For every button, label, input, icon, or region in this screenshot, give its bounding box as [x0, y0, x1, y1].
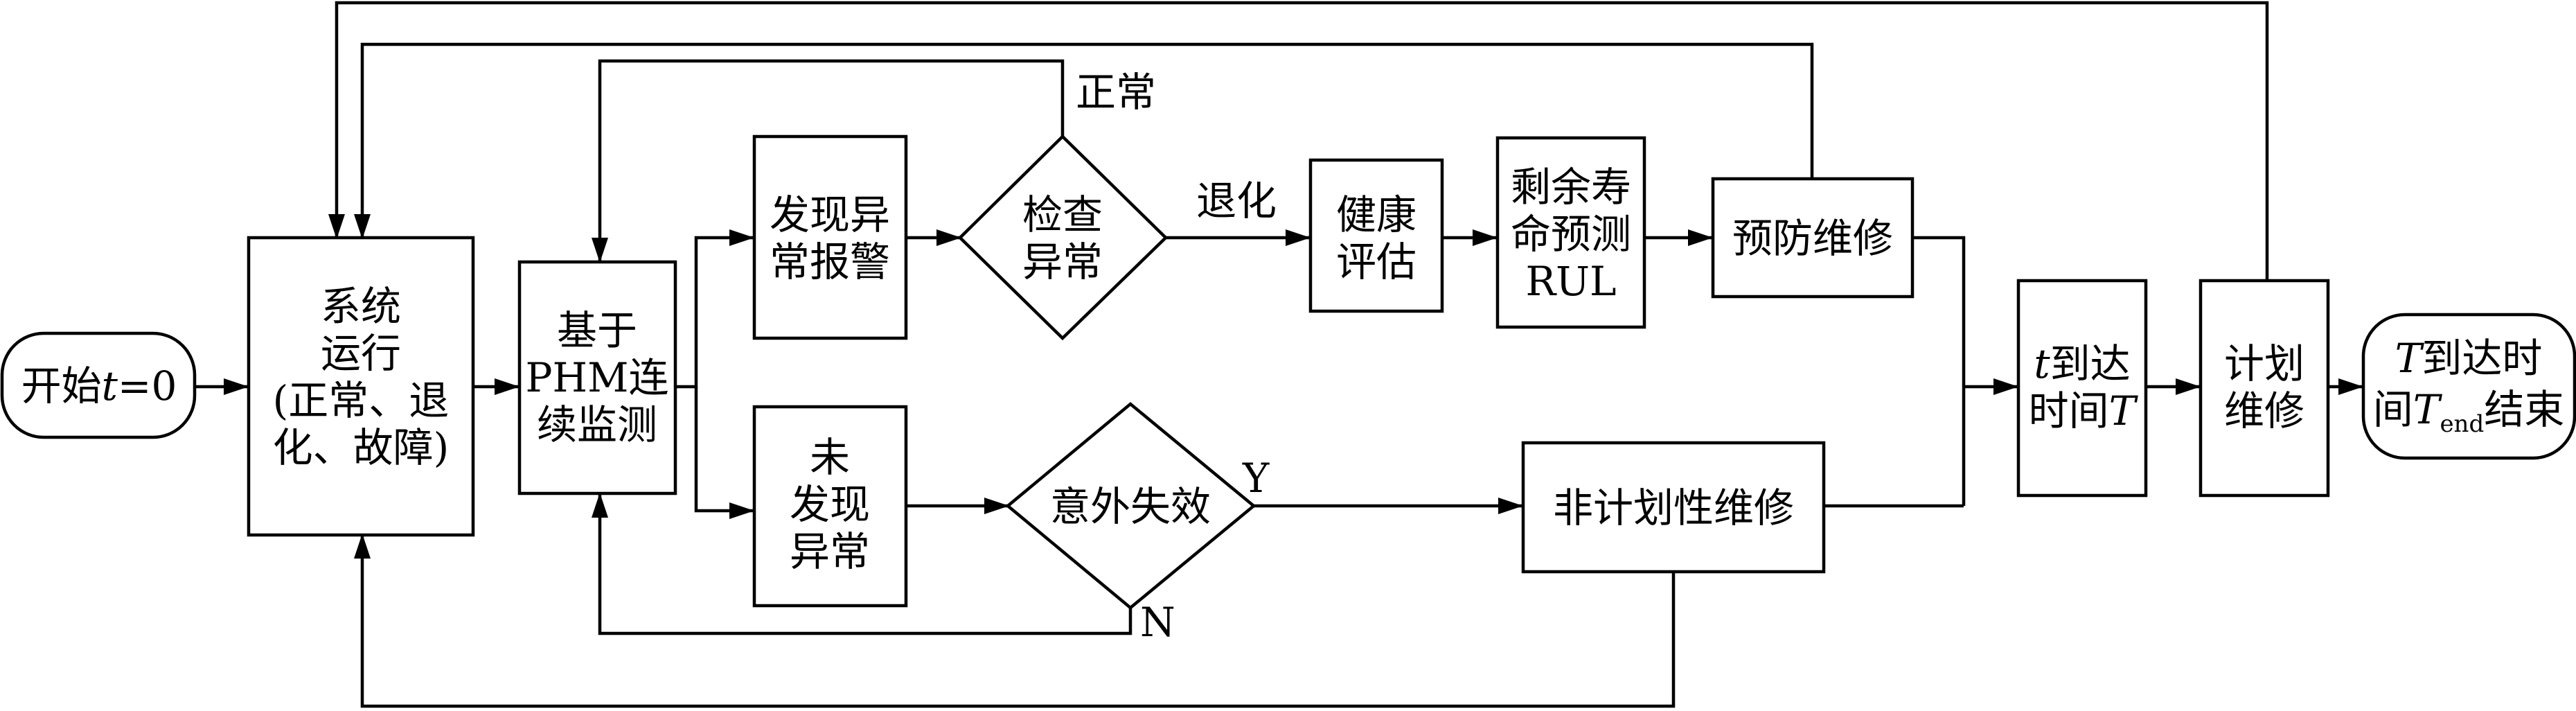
health-label-line-2: 评估 [1336, 238, 1416, 286]
unplanned-label: 非计划性维修 [1553, 484, 1794, 532]
not-found-label-line-2: 发现 [790, 481, 870, 528]
planned-label-line-2: 维修 [2224, 387, 2304, 434]
edge-preventive-treach [1912, 236, 1966, 506]
end-label-line-1: T到达时 [2395, 335, 2543, 382]
edge-phm-alarm [675, 229, 754, 389]
alarm-label-line-2: 常报警 [770, 238, 890, 286]
failure-label: 意外失效 [1050, 483, 1211, 530]
nodes [0, 134, 2576, 610]
t-reach-label-line-2: 时间T [2029, 387, 2139, 434]
node-failure [1005, 402, 1256, 610]
connectors [196, 1, 2363, 708]
system-label-line-2: 运行 [321, 330, 401, 377]
node-alarm [752, 134, 908, 340]
check-label-line-1: 检查 [1022, 191, 1103, 238]
node-system [247, 236, 475, 537]
not-found-label-line-1: 未 [810, 434, 850, 481]
node-preventive [1711, 177, 1915, 299]
rul-label-line-1: 剩余寿 [1511, 164, 1631, 211]
t-reach-label-line-1: t到达 [2034, 340, 2130, 387]
system-label-line-4: 化、故障) [273, 424, 450, 471]
system-label-line-1: 系统 [321, 283, 401, 330]
phm-label-line-1: 基于 [557, 307, 637, 354]
edge-phm-notfound [694, 387, 754, 519]
start-label: 开始t=0 [21, 362, 177, 410]
system-label-line-3: (正常、退 [273, 377, 450, 424]
edge-labels: 正常 退化 Y N [1076, 69, 1277, 646]
edge-check-normal-phm [592, 59, 1065, 263]
rul-label-line-2: 命预测 [1511, 211, 1631, 258]
phm-label-line-2: PHM连 [526, 354, 669, 401]
not-found-label-line-3: 异常 [790, 528, 870, 575]
planned-label-line-1: 计划 [2224, 340, 2304, 387]
end-label-line-2: 间Tend结束 [2373, 386, 2565, 438]
node-rul [1495, 136, 1646, 329]
rul-label-line-3: RUL [1525, 258, 1616, 305]
alarm-label-line-1: 发现异 [770, 191, 890, 238]
health-label-line-1: 健康 [1336, 191, 1416, 238]
edge-label-degraded: 退化 [1196, 177, 1277, 225]
node-planned [2199, 279, 2330, 498]
edge-label-no: N [1140, 599, 1175, 646]
node-check [957, 134, 1169, 341]
edge-label-yes: Y [1242, 455, 1270, 502]
node-health [1308, 158, 1444, 313]
node-not-found [752, 405, 908, 608]
edge-unplanned-system [354, 534, 1676, 708]
node-phm [517, 260, 677, 495]
preventive-label: 预防维修 [1732, 215, 1893, 262]
edge-failure-no-phm [592, 493, 1132, 635]
phm-label-line-3: 续监测 [537, 401, 657, 448]
node-t-reach [2016, 279, 2148, 498]
check-label-line-2: 异常 [1022, 238, 1103, 286]
node-unplanned [1521, 441, 1826, 574]
edge-preventive-system [354, 42, 1814, 239]
node-end [2361, 313, 2576, 460]
node-labels: 开始t=0 系统 运行 (正常、退 化、故障) 基于 PHM连 续监测 发现异 … [21, 164, 2565, 575]
node-start [0, 331, 197, 439]
edge-planned-system [328, 1, 2269, 281]
edge-label-normal: 正常 [1076, 69, 1156, 116]
